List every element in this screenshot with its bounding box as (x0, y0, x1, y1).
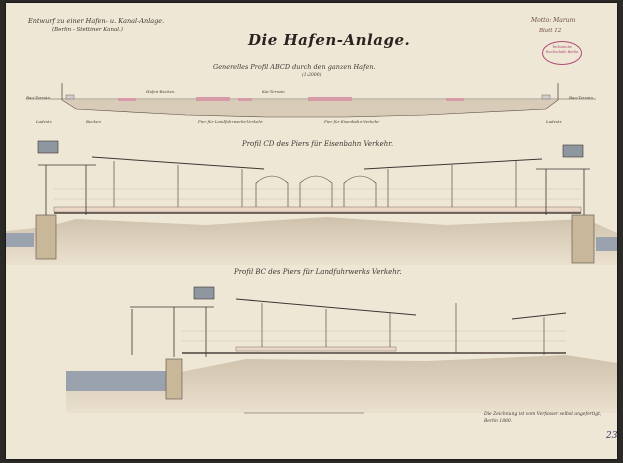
section-title-road: Profil BC des Piers für Landfuhrwerks Ve… (234, 268, 402, 276)
profile-label: Bau-Terrain (569, 95, 593, 100)
profile-label: Ladestr. (36, 119, 53, 124)
section-scale: (1:2000) (302, 73, 322, 78)
profile-label: Bau-Terrain (26, 95, 50, 100)
header-sheet: Blatt 12 (539, 28, 562, 34)
profile-label: Becken (86, 119, 101, 124)
profile-label: Hafen-Becken (146, 89, 175, 94)
profile-label: Pier für Landfuhrwerks-Verkehr (198, 119, 263, 124)
railway-pier-profile (6, 140, 617, 265)
archive-stamp: Technische Hochschule Berlin (542, 41, 582, 65)
page-title: Die Hafen-Anlage. (248, 31, 411, 49)
section-title-general: Generelles Profil ABCD durch den ganzen … (213, 63, 376, 71)
technical-drawing (6, 83, 617, 414)
profile-label: Ladestr. (546, 119, 563, 124)
drawing-sheet: Entwurf zu einer Hafen- u. Kanal-Anlage.… (6, 3, 617, 459)
header-motto: Motto: Marum (531, 17, 576, 24)
header-project: Entwurf zu einer Hafen- u. Kanal-Anlage. (28, 17, 165, 25)
road-pier-profile (66, 286, 617, 414)
section-title-railway: Profil CD des Piers für Eisenbahn Verkeh… (242, 140, 394, 148)
profile-label: Pier für Eisenbahn-Verkehr (324, 119, 380, 124)
header-project-sub: (Berlin - Stettiner Kanal.) (52, 27, 123, 33)
author-note: Die Zeichnung ist vom Verfasser selbst a… (484, 412, 602, 424)
general-profile (26, 83, 596, 118)
profile-label: Kai-Terrain (262, 89, 285, 94)
sheet-number: 23 (606, 431, 618, 441)
